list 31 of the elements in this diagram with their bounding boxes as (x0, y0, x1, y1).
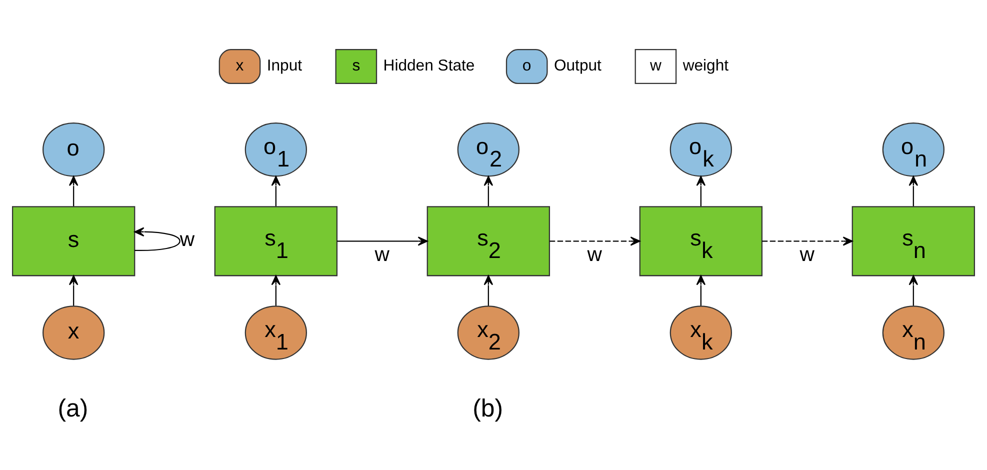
edge-label: w (180, 228, 195, 251)
edge-label: w (374, 243, 390, 266)
arrow (908, 274, 918, 306)
arrow (271, 274, 281, 306)
label: o (522, 57, 532, 74)
label: (a) (58, 394, 88, 422)
arrow (908, 175, 918, 206)
arrow (68, 274, 78, 306)
label: (b) (472, 394, 503, 422)
legend-label: Hidden State (383, 57, 475, 74)
node-ellipse: o (42, 122, 105, 176)
arrow (134, 226, 180, 251)
arrow (696, 274, 706, 306)
arrow (271, 175, 281, 206)
arrow (68, 175, 78, 206)
node-ellipse: x (42, 305, 105, 360)
edge-label: w (800, 243, 814, 266)
label: x (236, 57, 244, 74)
arrow (762, 236, 853, 246)
edge-label: w (587, 243, 602, 266)
legend-label: Input (266, 57, 302, 74)
arrow (550, 236, 640, 246)
arrow (696, 175, 706, 206)
arrow (337, 236, 428, 246)
arrow (484, 274, 494, 306)
arrow (484, 175, 494, 206)
legend-label: Output (554, 57, 602, 74)
legend-label: weight (682, 57, 729, 74)
label: w (650, 57, 662, 74)
node-box: s (12, 206, 136, 276)
label: s (352, 57, 360, 74)
